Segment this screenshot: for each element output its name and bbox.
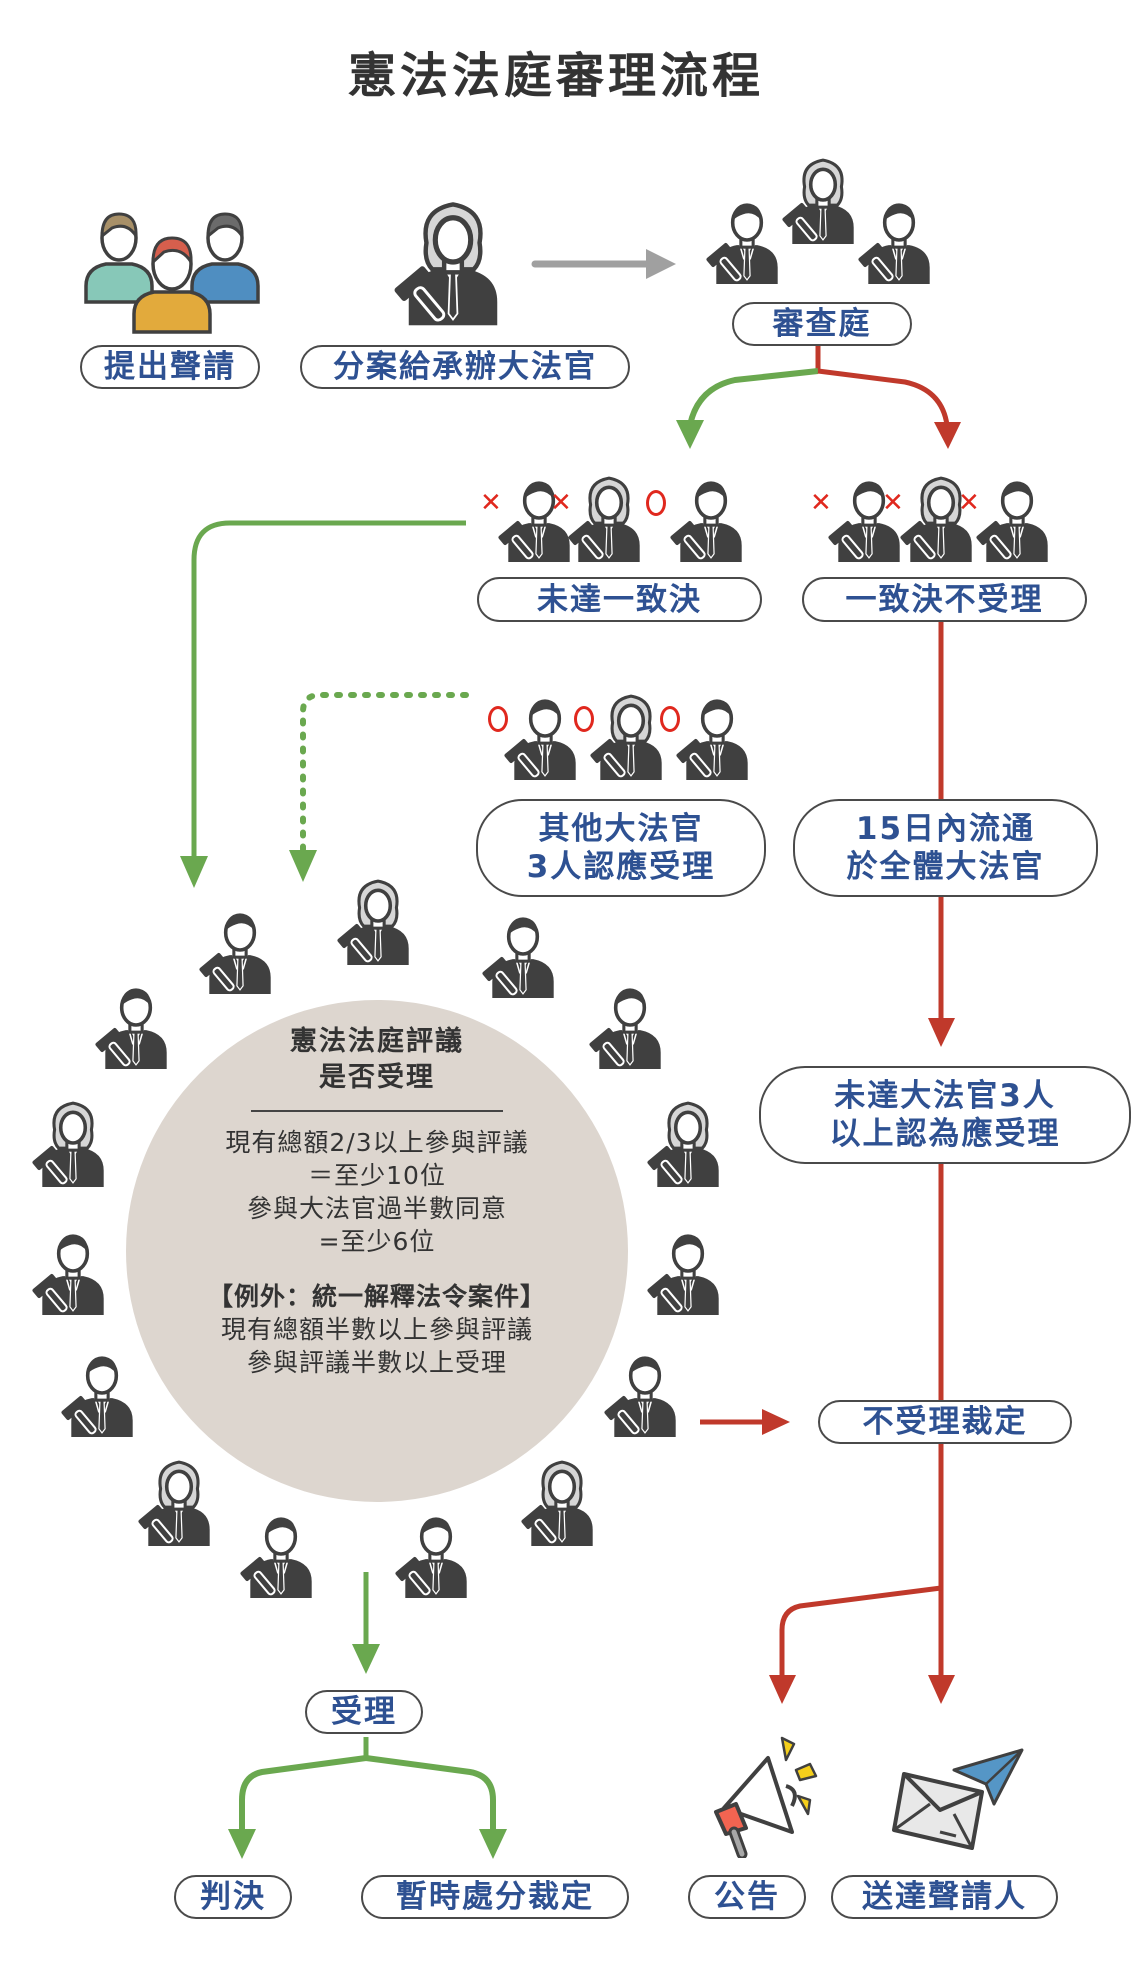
judge-male-icon bbox=[61, 1349, 143, 1437]
deliberation-title: 憲法法庭評議 是否受理 bbox=[290, 1026, 464, 1093]
judge-female-wig-icon bbox=[138, 1458, 220, 1546]
judge-male-icon bbox=[647, 1227, 729, 1315]
judge-female-wig-icon bbox=[394, 196, 512, 328]
rejection-path-vertical bbox=[769, 622, 955, 1704]
megaphone-icon bbox=[706, 1728, 830, 1860]
step-accepted: 受理 bbox=[305, 1690, 423, 1734]
judge-female-wig-icon bbox=[32, 1099, 114, 1187]
panel-split-connector bbox=[676, 345, 961, 449]
judge-male-icon bbox=[589, 981, 671, 1069]
step-three-justices-accept: 其他大法官 3人認應受理 bbox=[476, 799, 766, 897]
judge-male-icon bbox=[482, 910, 564, 998]
judge-male-icon bbox=[858, 196, 940, 284]
assign-to-panel-arrow bbox=[531, 249, 676, 279]
judge-male-icon bbox=[976, 474, 1058, 562]
step-circulate-15-days: 15日內流通 於全體大法官 bbox=[793, 799, 1098, 897]
envelope-paper-plane-icon bbox=[890, 1744, 1026, 1856]
vote-no-mark: ✕ bbox=[480, 488, 502, 518]
judge-male-icon bbox=[676, 692, 758, 780]
three-accept-to-deliberation-dotted-arrow bbox=[289, 692, 469, 882]
vote-group-not-unanimous: ✕ ✕ bbox=[476, 470, 766, 566]
exception-line: 現有總額半數以上參與評議 bbox=[220, 1315, 533, 1344]
page-title: 憲法法庭審理流程 bbox=[347, 48, 764, 104]
step-serve-petitioner: 送達聲請人 bbox=[831, 1875, 1058, 1919]
vote-yes-mark bbox=[646, 490, 666, 516]
judge-male-icon bbox=[670, 474, 752, 562]
step-assign-justice: 分案給承辦大法官 bbox=[300, 345, 630, 389]
deliberation-to-accepted-arrow bbox=[352, 1572, 380, 1674]
rule-line: 現有總額2/3以上參與評議 bbox=[225, 1128, 529, 1157]
judge-male-icon bbox=[32, 1227, 114, 1315]
vote-group-unanimous-reject: ✕ ✕ ✕ bbox=[804, 470, 1094, 566]
rule-line: =至少6位 bbox=[318, 1227, 436, 1256]
rule-line: 參與大法官過半數同意 bbox=[246, 1194, 507, 1223]
vote-no-mark: ✕ bbox=[810, 488, 832, 518]
judge-female-wig-icon bbox=[568, 474, 650, 562]
vote-group-three-accept bbox=[486, 688, 766, 784]
vote-yes-mark bbox=[488, 706, 508, 732]
step-unanimous-reject: 一致決不受理 bbox=[802, 577, 1087, 622]
exception-title: 【例外：統一解釋法令案件】 bbox=[207, 1282, 546, 1311]
rule-line: ＝至少10位 bbox=[308, 1161, 446, 1190]
step-review-panel: 審查庭 bbox=[732, 302, 912, 346]
judge-male-icon bbox=[395, 1510, 477, 1598]
step-provisional-ruling: 暫時處分裁定 bbox=[361, 1875, 629, 1919]
vote-yes-mark bbox=[574, 706, 594, 732]
vote-yes-mark bbox=[660, 706, 680, 732]
deliberation-divider bbox=[251, 1110, 503, 1112]
judge-female-wig-icon bbox=[337, 877, 419, 965]
vote-no-mark: ✕ bbox=[882, 488, 904, 518]
deliberation-to-rejection-arrow bbox=[700, 1409, 790, 1435]
judge-male-icon bbox=[604, 1349, 686, 1437]
judge-female-wig-icon bbox=[590, 692, 672, 780]
judge-male-icon bbox=[240, 1510, 322, 1598]
judge-female-wig-icon bbox=[647, 1099, 729, 1187]
deliberation-text: 憲法法庭評議 是否受理 現有總額2/3以上參與評議 ＝至少10位 參與大法官過半… bbox=[146, 1010, 608, 1379]
judge-male-icon bbox=[706, 196, 788, 284]
step-under-three-justices: 未達大法官3人 以上認為應受理 bbox=[759, 1066, 1131, 1164]
step-announcement: 公告 bbox=[688, 1875, 806, 1919]
judge-female-wig-icon bbox=[782, 156, 864, 244]
petitioners-group-icon bbox=[82, 206, 262, 334]
step-rejection-ruling: 不受理裁定 bbox=[818, 1400, 1072, 1444]
judge-male-icon bbox=[504, 692, 586, 780]
step-petition: 提出聲請 bbox=[80, 345, 260, 389]
step-not-unanimous: 未達一致決 bbox=[477, 577, 762, 622]
vote-no-mark: ✕ bbox=[958, 488, 980, 518]
deliberation-circle bbox=[126, 1000, 628, 1502]
step-judgment: 判決 bbox=[174, 1875, 292, 1919]
judge-male-icon bbox=[199, 906, 281, 994]
judge-male-icon bbox=[95, 981, 177, 1069]
vote-no-mark: ✕ bbox=[550, 488, 572, 518]
judge-female-wig-icon bbox=[521, 1458, 603, 1546]
accepted-split-connector bbox=[228, 1737, 507, 1859]
not-unanimous-to-deliberation-arrow bbox=[180, 520, 466, 888]
exception-line: 參與評議半數以上受理 bbox=[246, 1348, 507, 1377]
